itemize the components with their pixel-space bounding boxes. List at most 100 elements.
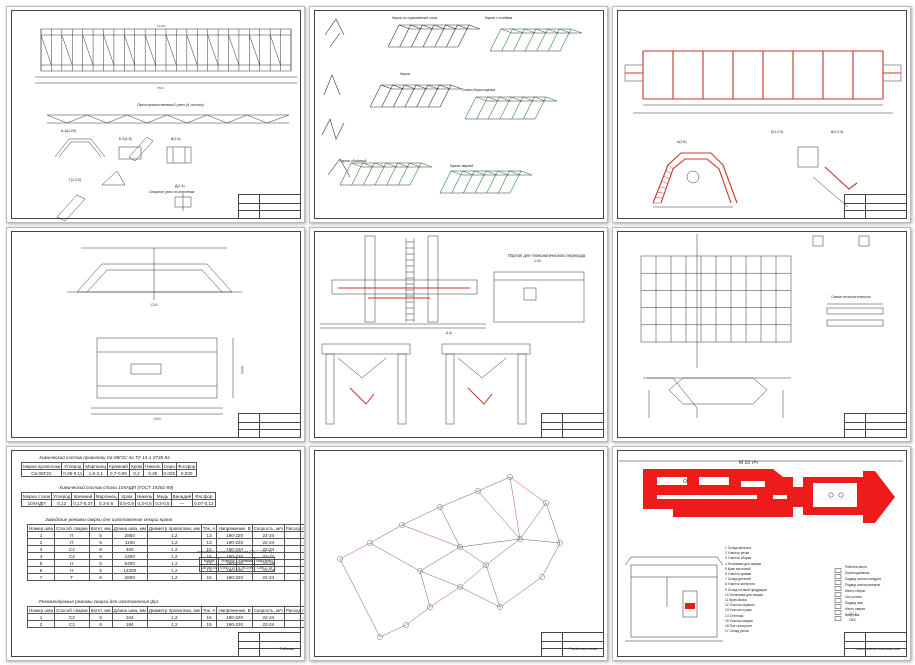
view-label: Г(1:2.5)	[69, 178, 82, 182]
table-header-cell: Фосфор	[176, 462, 198, 470]
table-cell: 15	[200, 620, 218, 628]
truss-diagram	[337, 474, 563, 640]
svg-text:14300: 14300	[157, 24, 166, 28]
drawing-sheet-3[interactable]: А(1:5) Б(1:2.5) В(1:2.5)	[612, 6, 911, 223]
table-cell: С2	[54, 620, 90, 628]
table-cell: 1,80-2,10	[254, 564, 275, 572]
sheet-frame	[617, 231, 907, 438]
table-header-cell: Способ сварки	[54, 524, 90, 532]
table-cell: Св-08Г2С	[198, 564, 220, 572]
drawing-sheet-4[interactable]: 1200 2400 6000	[6, 227, 305, 442]
table-header-cell: Никель	[134, 492, 155, 500]
sheet-frame	[617, 10, 907, 219]
legend-item: 11 Кран-балка	[725, 598, 747, 602]
table-cell: 40	[283, 545, 304, 553]
drawing-sheet-2[interactable]: Каркас из оцинкованной стали Каркас с от…	[309, 6, 608, 223]
table-cell: 1,8-2,1	[83, 469, 109, 477]
sheet1-note: Опорные узлы по колоннам	[149, 190, 195, 194]
table-cell: 40	[283, 566, 304, 574]
table-cell: 40	[283, 559, 304, 567]
cage-sketches	[321, 18, 583, 194]
table-cell: 2600	[111, 573, 148, 581]
table-header-cell: Марка проволоки	[20, 462, 63, 470]
sheet1-caption: Пространственный узел (4 листа)	[137, 102, 204, 107]
legend-item: 16 Пост контроля	[725, 624, 752, 628]
drawing-sheet-8[interactable]: Расчётная схема	[309, 446, 608, 661]
table-cell: 40	[283, 531, 304, 539]
drawing-sheet-6[interactable]: Схема технологического	[612, 227, 911, 442]
table-cell: Т	[54, 573, 90, 581]
table-cell: 190-220	[216, 531, 253, 539]
table-header-cell: Углерод	[51, 492, 73, 500]
sheet-frame	[314, 450, 604, 657]
table-cell: 40	[283, 573, 304, 581]
table-cell: 3	[26, 545, 56, 553]
table-cell: 2	[26, 620, 56, 628]
table-cell: 40	[283, 613, 304, 621]
legend-item: 12 Участок окраски	[725, 603, 755, 608]
table-cell: 0,5-0,8	[117, 499, 136, 507]
table-cell: 5	[88, 538, 113, 546]
table-cell: 22-24	[251, 573, 285, 581]
table-header-cell: Номер шва	[26, 524, 56, 532]
dim-label: 6000	[240, 366, 244, 374]
table-header-cell: Хром	[128, 462, 145, 470]
symbol-item: Ось колонн	[845, 595, 862, 599]
table-cell: 5400	[111, 559, 148, 567]
table-header-cell: Фосфор	[192, 492, 216, 500]
table-cell: 1,2	[146, 566, 202, 574]
table-header-cell: Ток, А	[200, 606, 218, 614]
table-cell: 190-220	[216, 613, 253, 621]
table-header-cell: Кремний	[71, 492, 95, 500]
table-cell: 4	[26, 552, 56, 560]
drawing-sheet-1[interactable]: 14300 7500 Пространственный узел (4 лист…	[6, 6, 305, 223]
table-header-cell: Расход газа, л/мин	[283, 524, 304, 532]
legend-item: 4 Установка для сварки	[725, 561, 762, 566]
portal-scale: 1:40	[534, 259, 541, 263]
table-cell: 0,70-0,95	[236, 564, 256, 572]
drawing-sheet-7[interactable]: Химический состав проволоки Св-08Г2С по …	[6, 446, 305, 661]
table-cell: 40	[283, 620, 304, 628]
table-cell: П	[54, 531, 90, 539]
symbol-item: Подвод газа	[845, 601, 864, 605]
sheet-frame	[314, 10, 604, 219]
table-cell: 0,2	[128, 469, 145, 477]
title-block	[238, 194, 301, 219]
table-cell: 0,030	[176, 469, 198, 477]
table-header-cell: Расход газа, л/мин	[283, 606, 304, 614]
symbol-item: Рабочее место	[845, 565, 868, 569]
stamp-title: Технологическая планировка цеха	[855, 646, 900, 651]
sheet-frame	[314, 231, 604, 438]
table-header-cell: Марка стали	[20, 492, 53, 500]
view-label: А-А	[446, 331, 452, 335]
table-cell: Н	[54, 566, 90, 574]
legend-item: 9 Склад готовой продукции	[725, 587, 767, 592]
table-cell: 13	[200, 531, 218, 539]
title-block	[541, 413, 604, 438]
view-label: В(1:5)	[171, 137, 181, 141]
drawing-sheet-5[interactable]: Портал для технологического перехода 1:4…	[309, 227, 608, 442]
legend-item: 10 Установка для сварки	[725, 592, 763, 597]
table-header-cell: Углерод	[61, 462, 85, 470]
table-cell: 0,07-0,12	[192, 499, 216, 507]
symbol-item: Место сборки	[845, 589, 866, 593]
table-cell: 0,025	[161, 469, 178, 477]
table-cell: 0,25	[143, 469, 163, 477]
sheet-frame	[11, 231, 301, 438]
sheet-frame	[11, 10, 301, 219]
symbol-item: Ввод газа	[845, 613, 860, 617]
title-block	[844, 632, 907, 657]
table-header-cell: Никель	[143, 462, 163, 470]
table-cell: 1,2	[146, 559, 202, 567]
